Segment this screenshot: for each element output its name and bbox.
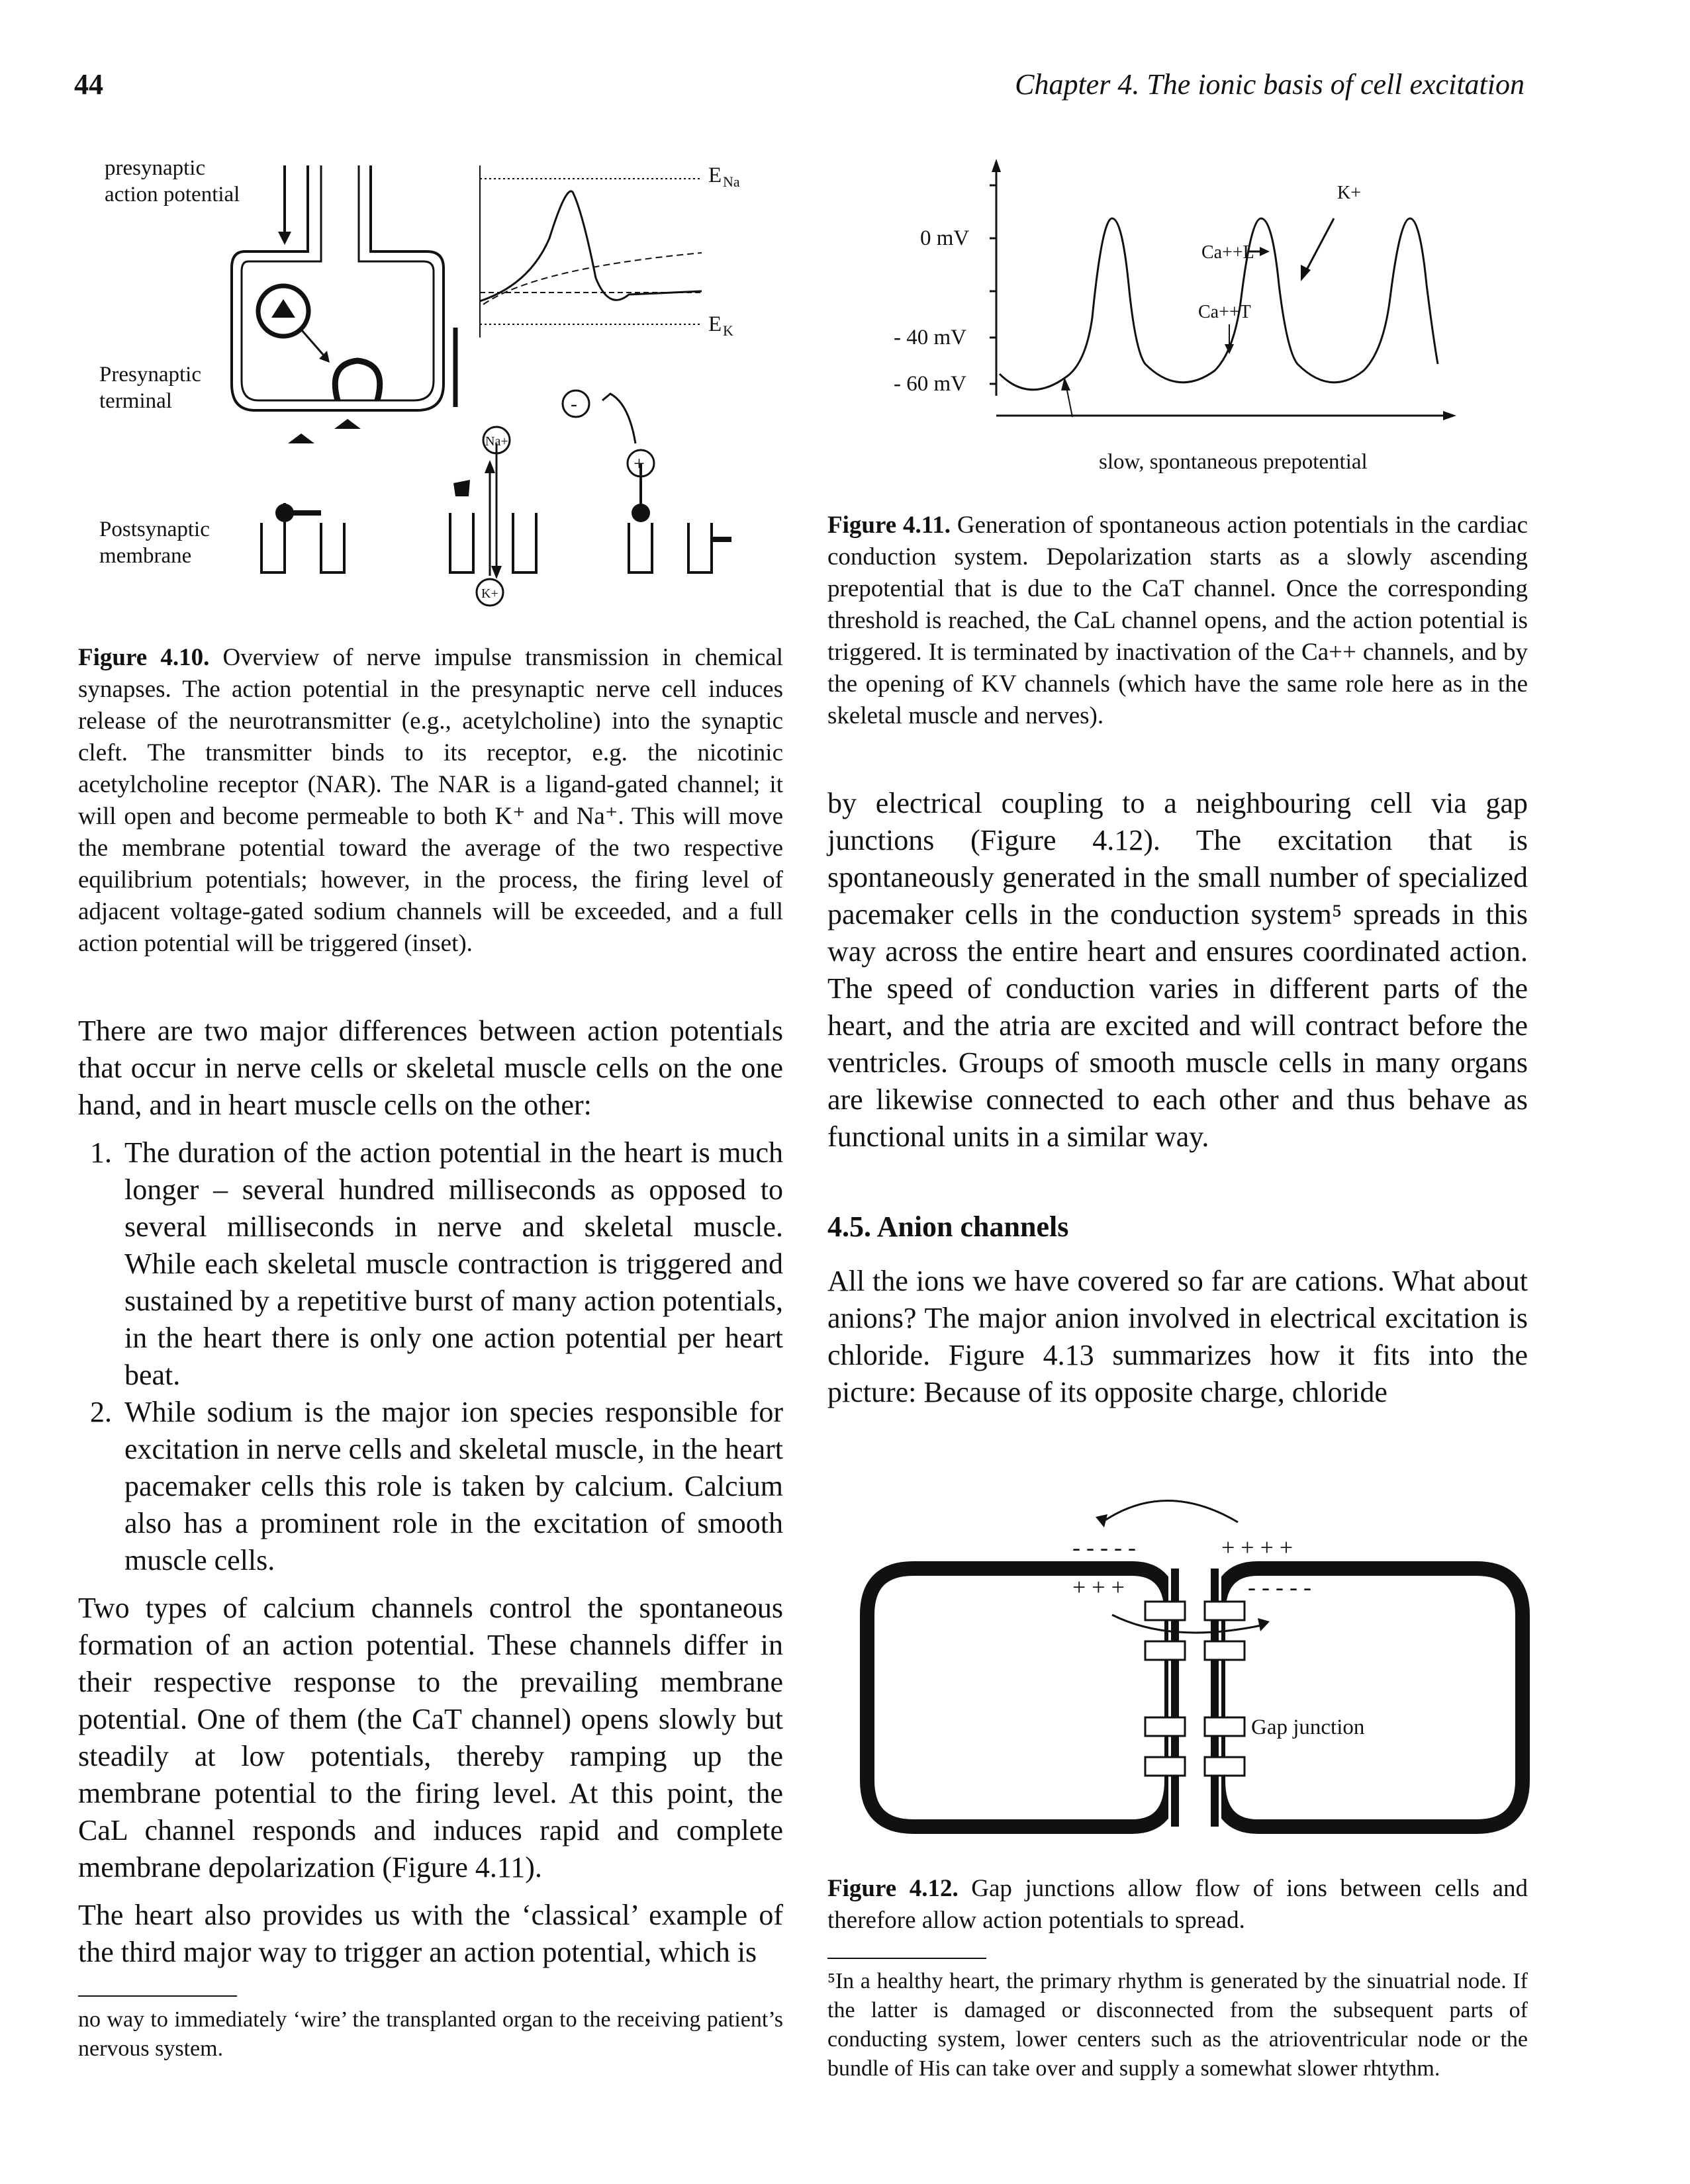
- ap-arrow-head: [278, 232, 291, 245]
- label-minus-40-mv: - 40 mV: [894, 326, 966, 349]
- fig411-caption-label: Figure 4.11.: [827, 512, 951, 539]
- right-para-1: by electrical coupling to a neighbouring…: [827, 787, 1528, 1153]
- label-e-k: E: [708, 312, 722, 336]
- footnote-rule-right: [827, 1958, 986, 1959]
- list-item: While sodium is the major ion species re…: [119, 1394, 783, 1579]
- release-site-icon: [332, 357, 383, 402]
- right-para-2: All the ions we have covered so far are …: [827, 1265, 1528, 1408]
- ap-trace: [998, 217, 1439, 391]
- figure-4-10: presynaptic action potential Presynaptic…: [99, 156, 740, 607]
- cell-left: [860, 1561, 1179, 1834]
- svg-text:Na+: Na+: [485, 434, 508, 449]
- label-gap-junction: Gap junction: [1251, 1715, 1364, 1739]
- plus-charge-icon: [626, 449, 655, 478]
- label-k-plus: K+: [1337, 183, 1361, 203]
- minus-charge-icon: [561, 389, 590, 418]
- label-0-mv: 0 mV: [920, 226, 969, 250]
- cell-right: [1211, 1561, 1530, 1834]
- label-plus-inner: + + +: [1072, 1574, 1125, 1600]
- inset-action-potential-graph: E Na E K: [479, 163, 740, 339]
- label-minus-left: - - - - -: [1072, 1534, 1136, 1561]
- label-minus-60-mv: - 60 mV: [894, 372, 966, 396]
- presynaptic-terminal-outline: [230, 165, 445, 412]
- left-para-2: Two types of calcium channels control th…: [78, 1592, 783, 1884]
- section-heading: 4.5. Anion channels: [827, 1210, 1069, 1243]
- differences-list: The duration of the action potential in …: [78, 1134, 783, 1579]
- fig411-caption-text: Generation of spontaneous action potenti…: [827, 512, 1528, 729]
- label-presynaptic-terminal-1: Presynaptic: [99, 363, 201, 387]
- figure-4-10-caption: Figure 4.10. Overview of nerve impulse t…: [78, 642, 783, 960]
- transmitter-icon: [288, 433, 314, 443]
- label-e-na-sub: Na: [723, 173, 740, 190]
- label-postsynaptic-2: membrane: [99, 544, 191, 568]
- vesicle-icon: [256, 283, 311, 339]
- na-ion-icon: [482, 426, 511, 455]
- ion-symbols: Na+ K+ - +: [475, 389, 655, 607]
- fig410-left-labels: presynaptic action potential Presynaptic…: [99, 156, 240, 568]
- label-prepotential: slow, spontaneous prepotential: [1099, 450, 1368, 474]
- k-ion-icon: [475, 578, 504, 607]
- label-minus-inner: - - - - -: [1248, 1574, 1311, 1600]
- fig412-caption-text: Gap junctions allow flow of ions between…: [827, 1875, 1528, 1934]
- fig410-caption-text: Overview of nerve impulse transmission i…: [78, 644, 784, 957]
- footnote-continuation: no way to immediately ‘wire’ the transpl…: [78, 2007, 783, 2061]
- page-number: 44: [74, 68, 103, 101]
- label-ca-l: Ca++L: [1201, 242, 1254, 263]
- left-column-body: There are two major differences between …: [78, 1013, 783, 1981]
- postsynaptic-channels: [260, 443, 731, 579]
- running-title: Chapter 4. The ionic basis of cell excit…: [1015, 68, 1525, 101]
- footnote-rule-left: [78, 1995, 237, 1997]
- label-action-potential: action potential: [105, 183, 240, 206]
- figure-4-11-caption: Figure 4.11. Generation of spontaneous a…: [827, 510, 1528, 732]
- svg-text:K+: K+: [481, 586, 498, 601]
- label-postsynaptic-1: Postsynaptic: [99, 518, 210, 541]
- label-presynaptic: presynaptic: [105, 156, 205, 180]
- figure-4-12: - - - - - + + + + + + + - - - - - Gap ju…: [860, 1500, 1530, 1834]
- right-column-body-2: All the ions we have covered so far are …: [827, 1263, 1528, 1422]
- left-para-3: The heart also provides us with the ‘cla…: [78, 1899, 783, 1968]
- list-item: The duration of the action potential in …: [119, 1134, 783, 1394]
- figure-4-11: 0 mV - 40 mV - 60 mV Ca++L Ca++T K+ slow…: [894, 159, 1456, 474]
- svg-text:+: +: [634, 453, 645, 475]
- label-ca-t: Ca++T: [1198, 302, 1251, 322]
- label-e-k-sub: K: [723, 322, 733, 339]
- gap-junction-channels: [1144, 1600, 1246, 1777]
- figure-4-12-caption: Figure 4.12. Gap junctions allow flow of…: [827, 1873, 1528, 1936]
- svg-text:-: -: [571, 393, 577, 415]
- left-para-1: There are two major differences between …: [78, 1015, 783, 1121]
- right-column-body: by electrical coupling to a neighbouring…: [827, 785, 1528, 1166]
- fig410-caption-label: Figure 4.10.: [78, 644, 210, 671]
- label-e-na: E: [708, 163, 722, 187]
- fig412-caption-label: Figure 4.12.: [827, 1875, 959, 1902]
- footnote-5: ⁵In a healthy heart, the primary rhythm …: [827, 1969, 1528, 2081]
- label-plus-right: + + + +: [1221, 1534, 1293, 1561]
- label-presynaptic-terminal-2: terminal: [99, 389, 172, 413]
